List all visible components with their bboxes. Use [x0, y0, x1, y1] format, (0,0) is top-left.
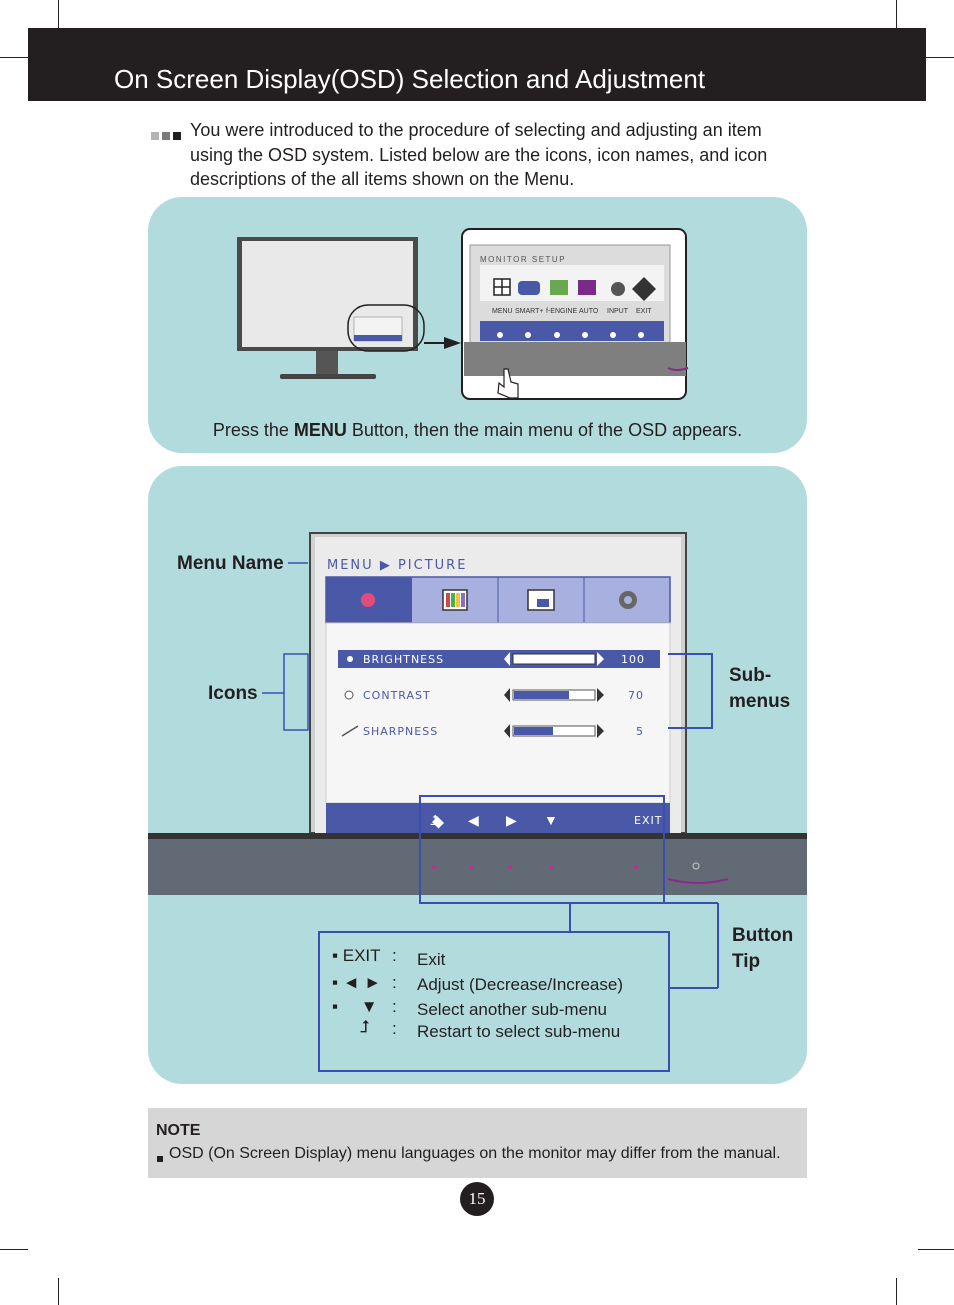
tip-desc-select: Select another sub-menu	[417, 1000, 607, 1019]
tip-colon: :	[392, 946, 397, 965]
page-title: On Screen Display(OSD) Selection and Adj…	[114, 64, 706, 94]
crop-mark	[0, 1249, 28, 1250]
return-icon: ⮥	[360, 1017, 371, 1036]
sub-item-brightness-label: BRIGHTNESS	[363, 653, 445, 666]
label-icons: Icons	[208, 683, 258, 704]
note-title: NOTE	[156, 1122, 201, 1139]
tip-desc-restart: Restart to select sub-menu	[417, 1022, 621, 1041]
tip-row-select: ▪ ▼	[332, 997, 378, 1016]
osd-item-smart: SMART+	[515, 308, 544, 315]
osd-item-auto: AUTO	[579, 308, 599, 315]
osd-item-fengine: f-ENGINE	[546, 308, 578, 315]
tip-colon: :	[392, 997, 397, 1016]
crop-mark	[896, 1278, 897, 1305]
osd-item-menu: MENU	[492, 308, 513, 315]
arrow-left-right-icon: ◄ ►	[342, 973, 382, 992]
arrow-down-icon: ▼	[544, 812, 558, 828]
page-header: On Screen Display(OSD) Selection and Adj…	[28, 28, 926, 101]
monitor-illustration	[237, 228, 689, 400]
label-submenus-line1: Sub-	[729, 665, 772, 686]
sub-item-contrast-label: CONTRAST	[363, 689, 431, 702]
crop-mark	[918, 1249, 954, 1250]
osd-intro-panel: MONITOR SETUP MENU SMART+ f-ENGINE AUTO …	[148, 197, 807, 453]
label-button-tip-line1: Button	[732, 925, 794, 946]
chevron-right-icon: ▶	[379, 558, 392, 573]
osd-title-small: MONITOR SETUP	[480, 255, 567, 264]
note-text: OSD (On Screen Display) menu languages o…	[169, 1145, 781, 1162]
arrow-left-icon: ◀	[468, 812, 479, 828]
tip-colon: :	[392, 1019, 397, 1038]
crop-mark	[58, 0, 59, 28]
panel1-caption: Press the MENU Button, then the main men…	[212, 420, 743, 440]
osd-item-exit: EXIT	[636, 308, 652, 315]
crop-mark	[926, 57, 954, 58]
tip-row-adjust: ▪ ◄ ►	[332, 973, 382, 992]
crop-mark	[0, 57, 28, 58]
osd-detail-illustration	[148, 532, 807, 989]
sub-item-sharpness-label: SHARPNESS	[363, 725, 439, 738]
sub-item-sharpness-value: 5	[636, 725, 644, 738]
osd-nav-bar: ⮥ ◀ ▶ ▼ EXIT	[428, 812, 664, 832]
tip-row-exit: ▪ EXIT	[332, 946, 381, 965]
tip-desc-adjust: Adjust (Decrease/Increase)	[417, 975, 623, 994]
note-bullet-icon	[157, 1156, 163, 1162]
osd-breadcrumb: MENU ▶ PICTURE	[327, 558, 468, 573]
tip-row-restart: ⮥	[360, 1017, 370, 1037]
crop-mark	[896, 0, 897, 28]
label-button-tip-line2: Tip	[732, 951, 761, 972]
sub-item-contrast-value: 70	[628, 689, 644, 702]
intro-text: You were introduced to the procedure of …	[190, 120, 768, 189]
sub-item-brightness-value: 100	[621, 653, 645, 666]
tip-desc-exit: Exit	[417, 950, 446, 969]
osd-item-input: INPUT	[607, 308, 628, 315]
button-tip-box: ▪ EXIT ▪ ◄ ► ▪ ▼ ⮥ : : : : Exit Adjust (…	[318, 931, 670, 1072]
crop-mark	[58, 1278, 59, 1305]
arrow-down-icon: ▼	[360, 997, 378, 1016]
arrow-right-icon: ▶	[506, 812, 517, 828]
osd-exit-label: EXIT	[634, 814, 663, 827]
page-number: 15	[460, 1182, 494, 1216]
label-submenus-line2: menus	[729, 691, 791, 712]
note-box: NOTE OSD (On Screen Display) menu langua…	[148, 1108, 807, 1178]
return-icon: ⮥	[430, 812, 439, 828]
osd-detail-panel: Menu Name Icons Sub- menus Button Tip ME…	[148, 466, 807, 1084]
bullet-squares-icon	[151, 127, 184, 145]
label-menu-name: Menu Name	[177, 553, 284, 574]
tip-colon: :	[392, 973, 397, 992]
